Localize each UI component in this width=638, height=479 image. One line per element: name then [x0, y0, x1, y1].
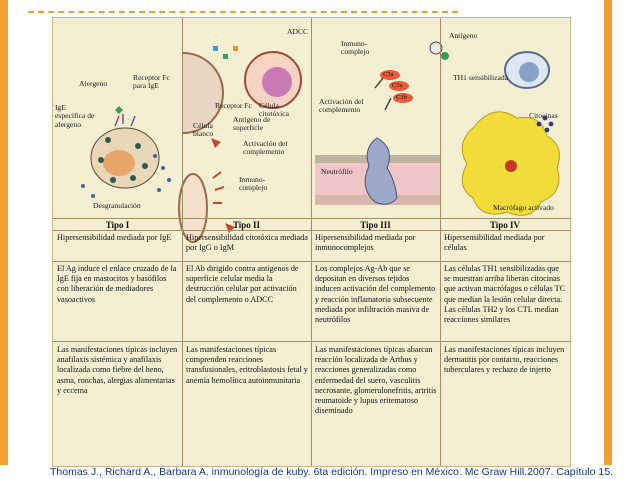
- column-divider: [440, 18, 441, 466]
- label-ige-especifica: IgE específica de alergeno: [55, 103, 95, 129]
- macrophage-illustration: [429, 41, 560, 216]
- left-accent-bar: [0, 0, 8, 465]
- type-header-2: Tipo II: [232, 220, 261, 230]
- title-tipo-3: Hipersensibilidad mediada por inmunocomp…: [315, 233, 416, 253]
- label-neutrofilo: Neutrófilo: [321, 167, 353, 176]
- label-receptor-fc-ige: Receptor Fc para IgE: [133, 73, 170, 91]
- title-tipo-4: Hipersensibilidad mediada por células: [444, 233, 545, 253]
- type-header-1: Tipo I: [105, 220, 130, 230]
- manifestations-tipo-3: Las manifestaciones típicas abarcan reac…: [315, 345, 437, 416]
- title-tipo-2: Hipersensibilidad citotóxica mediada por…: [186, 233, 308, 253]
- label-macrofago-activado: Macrófago activado: [493, 203, 554, 212]
- label-citocinas: Citocinas: [529, 111, 558, 120]
- citation-caption: Thomas J., Richard A., Barbara A. inmuno…: [50, 466, 613, 478]
- label-activacion-complemento: Activación del complemento: [243, 139, 288, 157]
- label-inmuno-complejo: Inmuno-complejo: [239, 175, 268, 193]
- hypersensitivity-figure: Alergeno Receptor Fc para IgE IgE especí…: [52, 17, 571, 467]
- top-dashed-rule: [28, 11, 458, 13]
- label-c3b: C3b: [396, 94, 407, 101]
- row-divider: [53, 230, 570, 231]
- row-divider: [53, 341, 570, 342]
- label-alergeno: Alergeno: [79, 79, 108, 88]
- mast-cell-illustration: [81, 106, 171, 198]
- label-c3a: C3a: [383, 71, 394, 78]
- mechanism-tipo-3: Los complejos Ag-Ab que se depositan en …: [315, 264, 436, 325]
- label-antigeno: Antígeno: [449, 31, 478, 40]
- manifestations-tipo-2: Las manifestaciones típicas comprenden r…: [186, 345, 308, 385]
- slide-frame: [0, 0, 612, 465]
- right-accent-bar: [604, 0, 612, 465]
- cytotoxic-cell-illustration: [178, 46, 302, 243]
- manifestations-tipo-1: Las manifestaciones típicas incluyen ana…: [57, 345, 178, 395]
- mechanism-tipo-2: El Ab dirigido contra antígenos de super…: [186, 264, 299, 304]
- label-desgranulacion: Desgranulación: [93, 201, 141, 210]
- label-antigeno-superficie: Antígeno de superficie: [233, 115, 271, 133]
- label-th1-sensibilizada: TH1 sensibilizada: [453, 73, 509, 82]
- row-divider: [53, 261, 570, 262]
- immune-complex-illustration: [315, 70, 441, 205]
- type-header-3: Tipo III: [360, 220, 391, 230]
- label-receptor-fc: Receptor Fc: [215, 101, 252, 110]
- label-celula-citotoxica: Célula citotóxica: [259, 101, 289, 119]
- column-divider: [311, 18, 312, 466]
- label-activacion-complemento-3: Activación del complemento: [319, 97, 364, 115]
- mechanism-tipo-1: El Ag induce el enlace cruzado de la IgE…: [57, 264, 177, 304]
- label-c5a: C5a: [392, 82, 403, 89]
- column-divider: [182, 18, 183, 466]
- label-adcc: ADCC: [287, 27, 309, 36]
- manifestations-tipo-4: Las manifestaciones típicas incluyen der…: [444, 345, 565, 375]
- label-inmuno-complejo-3: Inmuno-complejo: [341, 39, 370, 57]
- type-header-4: Tipo IV: [489, 220, 521, 230]
- label-celula-blanco: Célula blanco: [193, 121, 214, 139]
- title-tipo-1: Hipersensibilidad mediada por IgE: [57, 233, 172, 242]
- mechanism-tipo-4: Las células TH1 sensibilizadas que se mu…: [444, 264, 566, 325]
- row-divider: [53, 218, 570, 219]
- illustration-layer: [81, 41, 560, 243]
